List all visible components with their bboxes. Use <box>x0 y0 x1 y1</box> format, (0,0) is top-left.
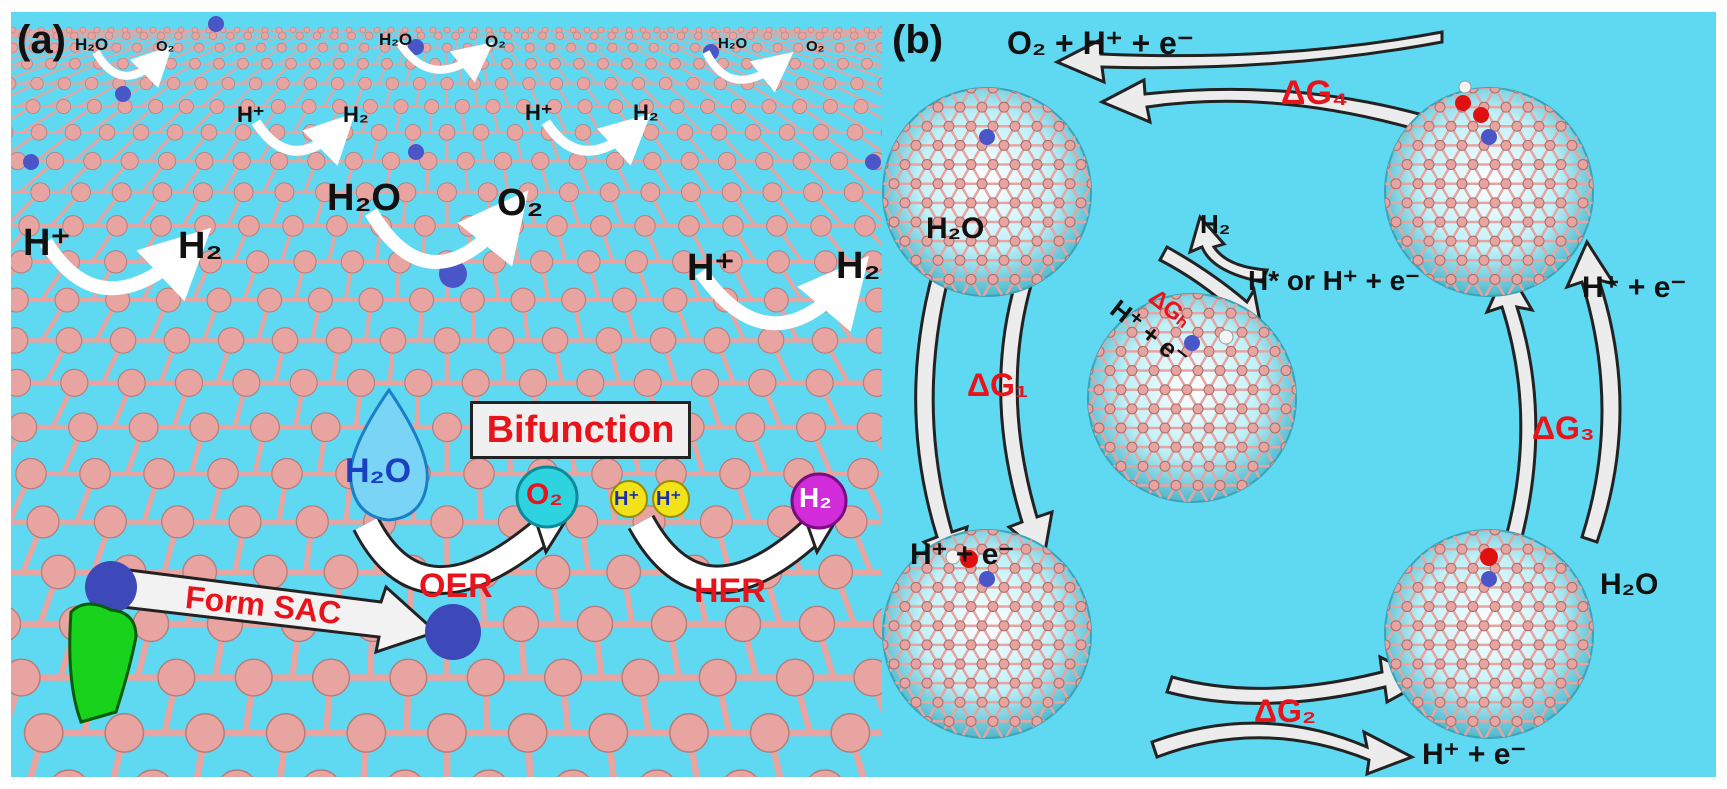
dg3-arrow-inner <box>1484 263 1538 574</box>
o2-ball-label: O₂ <box>526 478 563 511</box>
reaction-arrows-a <box>40 39 870 724</box>
panel-a: (a) H₂O O₂ H₂O O₂ H₂O O₂ H⁺ H₂ H⁺ H₂ H₂O… <box>11 12 884 777</box>
mid-h2-label-2: H₂ <box>836 245 881 287</box>
far-her-arrow-1 <box>251 112 356 166</box>
h-plus-ball-1-icon <box>610 480 648 518</box>
her-source-label: H* or H⁺ + e⁻ <box>1248 265 1420 296</box>
hand-icon <box>68 602 138 724</box>
sphere-h <box>1087 293 1297 503</box>
far-hplus-label-2: H⁺ <box>525 100 553 125</box>
h-plus-ball-2-icon <box>652 480 690 518</box>
sphere-o <box>1384 529 1594 739</box>
sac-atom-anchor <box>425 604 481 660</box>
o2-ball-icon <box>515 465 579 529</box>
dg4-arrow-upper <box>1053 30 1444 85</box>
mid-o2-label: O₂ <box>497 182 544 224</box>
h-plus-ball-2-label: H⁺ <box>656 488 681 510</box>
her-label: HER <box>694 572 766 610</box>
form-sac-arrow <box>121 568 439 655</box>
far-h2-label-1: H₂ <box>343 102 369 127</box>
bottom-out-label: H⁺ + e⁻ <box>1422 738 1527 771</box>
dg3-arrow-outer <box>1564 238 1622 544</box>
dg4-arrow-lower <box>1098 77 1449 139</box>
panel-b: (b) O₂ + H⁺ + e⁻ ΔG₄ H₂O ΔG₁ H⁺ + e⁻ ΔG₂… <box>882 12 1716 777</box>
far-oer-arrow-2 <box>395 39 494 83</box>
bifunction-box: Bifunction <box>470 401 691 459</box>
far-her-arrow-2 <box>541 113 651 166</box>
left-in-label: H₂O <box>926 212 985 245</box>
far-hplus-label-1: H⁺ <box>237 102 265 127</box>
panel-b-letter: (b) <box>892 18 944 62</box>
mid-her-arrow-2 <box>695 255 870 332</box>
dg4-label: ΔG₄ <box>1281 74 1349 112</box>
mid-h2-label-1: H₂ <box>178 225 223 267</box>
dg3-label: ΔG₃ <box>1532 410 1595 446</box>
mid-oer-arrow <box>364 190 529 269</box>
h2-ball-label: H₂ <box>799 482 832 513</box>
graphene-lattice-a <box>11 16 884 777</box>
far-o2-label-2: O₂ <box>485 32 506 51</box>
h2-ball-icon <box>790 472 848 530</box>
right-in-label: H₂O <box>1600 568 1659 601</box>
sphere-initial <box>882 87 1092 297</box>
mid-her-arrow-1 <box>40 227 212 302</box>
far-h2o-label-3: H₂O <box>718 35 748 52</box>
dg2-arrow-lower <box>1150 721 1416 777</box>
far-oer-arrow-1 <box>92 45 173 89</box>
far-h2o-label-1: H₂O <box>75 35 109 54</box>
dg2-label: ΔG₂ <box>1254 693 1317 729</box>
mid-hplus-label-1: H⁺ <box>23 222 71 264</box>
free-metal-atom <box>85 561 137 613</box>
oer-label: OER <box>419 567 493 605</box>
left-out-label: H⁺ + e⁻ <box>910 538 1015 571</box>
catalytic-cycle-diagram <box>882 30 1622 777</box>
dg1-arrow-inner <box>999 275 1054 560</box>
h-plus-ball-1-label: H⁺ <box>614 488 639 510</box>
panel-a-letter: (a) <box>17 18 66 62</box>
right-out-label: H⁺ + e⁻ <box>1582 271 1687 304</box>
far-o2-label-3: O₂ <box>806 38 825 55</box>
far-oer-arrow-3 <box>702 50 794 93</box>
far-h2-label-2: H₂ <box>633 100 659 125</box>
mid-h2o-label: H₂O <box>327 177 401 219</box>
her-h2-label: H₂ <box>1200 209 1231 239</box>
far-h2o-label-2: H₂O <box>379 30 413 49</box>
water-drop-icon <box>348 387 429 522</box>
dg1-label: ΔG₁ <box>967 367 1029 403</box>
far-o2-label-1: O₂ <box>156 38 175 55</box>
dgh-arrow-out <box>1187 213 1270 284</box>
top-product-label: O₂ + H⁺ + e⁻ <box>1007 25 1194 61</box>
water-drop-label: H₂O <box>345 452 412 490</box>
mid-hplus-label-2: H⁺ <box>687 247 735 289</box>
